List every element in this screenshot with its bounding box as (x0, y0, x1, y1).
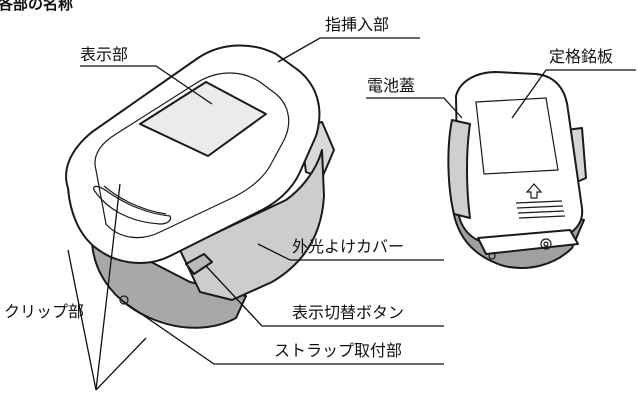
label-strap: ストラップ取付部 (274, 341, 402, 360)
label-battery-cover: 電池蓋 (367, 76, 415, 95)
section-header-fragment: 各部の名称 (0, 0, 73, 13)
device-front-illustration (65, 44, 335, 329)
label-display: 表示部 (80, 45, 128, 64)
label-display-switch: 表示切替ボタン (292, 303, 404, 322)
device-rear-illustration (447, 71, 587, 269)
label-clip: クリップ部 (4, 302, 84, 321)
label-finger-insert: 指挿入部 (325, 15, 389, 34)
label-light-cover: 外光よけカバー (292, 237, 404, 256)
label-rating-plate: 定格銘板 (549, 47, 613, 66)
leader-lines (67, 37, 636, 391)
